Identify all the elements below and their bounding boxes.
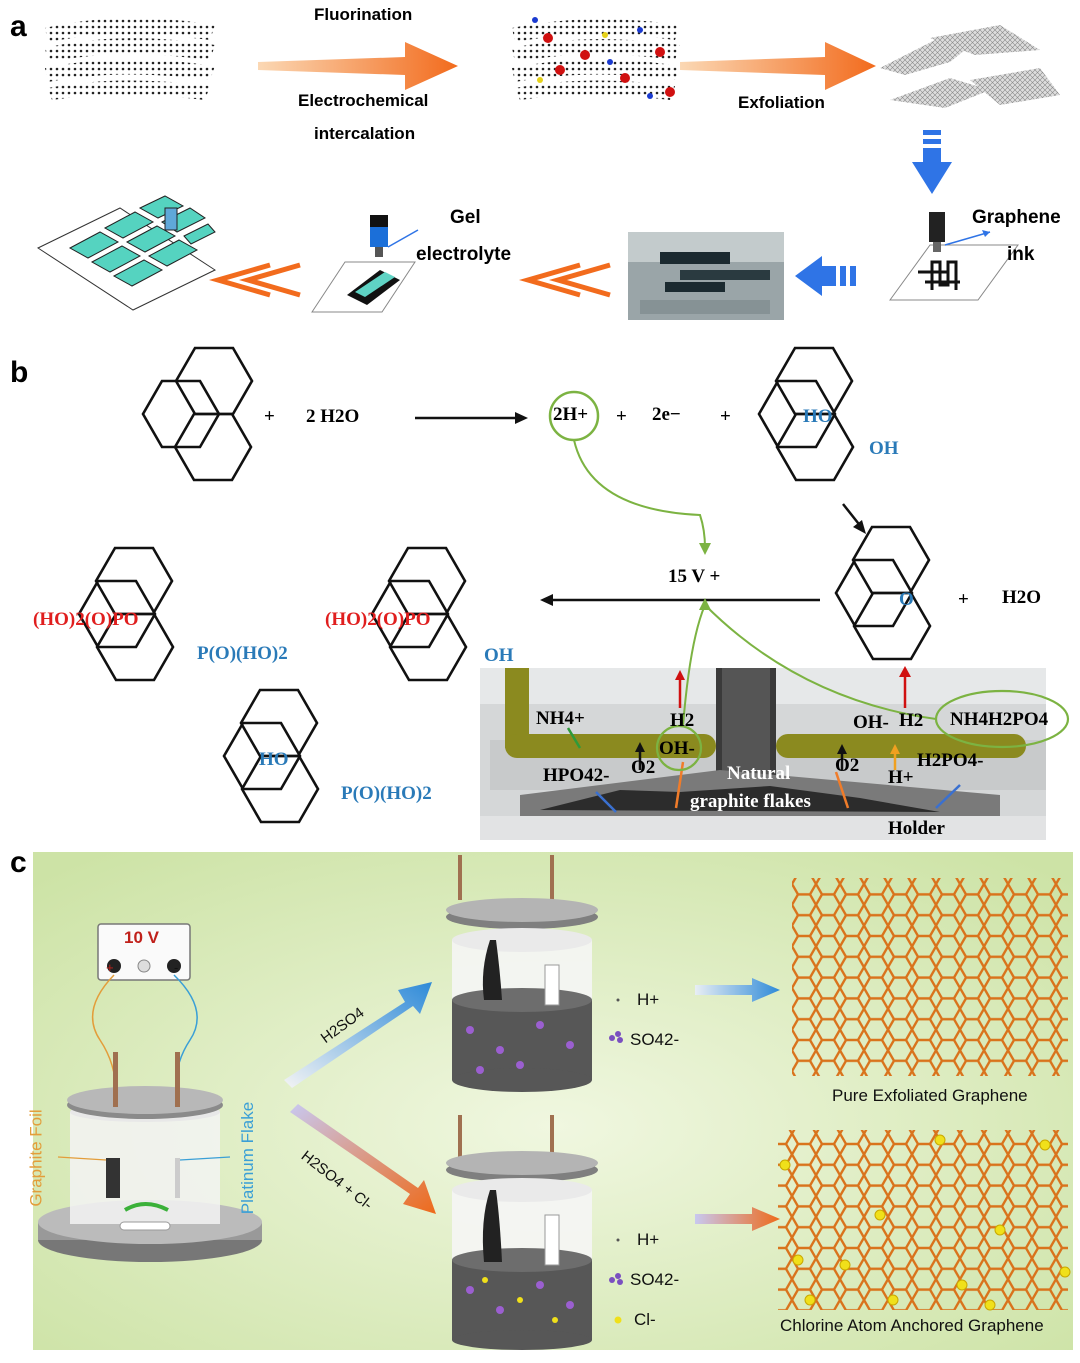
- proton-legend-bottom: H+: [637, 1230, 660, 1249]
- electrolysis-beaker-left: [38, 1052, 262, 1262]
- device-photo: [628, 232, 784, 320]
- epoxide-oxygen: O: [899, 589, 914, 610]
- phosphonic-group-2: P(O)(HO)2: [341, 783, 432, 804]
- dihydrogen-phosphate-label: H2PO4-: [917, 750, 984, 771]
- ammonium-dihydrogen-phosphate-label: NH4H2PO4: [950, 709, 1049, 730]
- small-arrow-bottom: [695, 1207, 780, 1231]
- pure-graphene-label: Pure Exfoliated Graphene: [832, 1086, 1028, 1105]
- graphite-flakes-label: graphite flakes: [690, 791, 811, 812]
- device-array-icon: [36, 195, 217, 311]
- panel-a-letter: a: [10, 10, 27, 43]
- hydroxyl-oh-2: OH: [484, 645, 514, 666]
- h2so4-label: H2SO4: [317, 1004, 368, 1047]
- proton-legend-top: H+: [637, 990, 660, 1009]
- power-minus-sign: -: [174, 960, 179, 975]
- gel-label: Gel: [450, 207, 481, 228]
- ink-printing-icon: [889, 212, 1019, 301]
- holder-label: Holder: [888, 818, 945, 839]
- panel-a-graphics: [36, 17, 1060, 320]
- small-arrow-top: [695, 978, 780, 1002]
- hydroxide-right-label: OH-: [853, 712, 889, 733]
- graphene-label: Graphene: [972, 207, 1061, 228]
- proton-cell-label: H+: [888, 767, 914, 788]
- graphene-sheets-icon: [880, 25, 1060, 108]
- sulfate-legend-bottom: SO42-: [630, 1270, 680, 1289]
- electrolysis-beaker-top: [446, 855, 598, 1092]
- h2so4-cl-label: H2SO4 + Cl-: [297, 1147, 376, 1214]
- voltage-label: 15 V +: [668, 566, 721, 587]
- phosphate-ester-2: (HO)2(O)PO: [325, 609, 431, 630]
- exfoliation-arrow: [680, 42, 876, 90]
- chlorine-graphene-label: Chlorine Atom Anchored Graphene: [780, 1316, 1044, 1335]
- graphite-stack-icon: [45, 18, 215, 100]
- power-plus-sign: +: [106, 960, 114, 975]
- hydrogen-right-label: H2: [899, 710, 924, 731]
- electrochemical-label: Electrochemical: [298, 91, 429, 110]
- protons-label: 2H+: [553, 404, 589, 425]
- pyrene-epoxide-structure: [834, 525, 932, 661]
- hydroxide-left-label: OH-: [659, 738, 695, 759]
- pyrene-structure-1: [141, 346, 254, 482]
- phosphate-ester-1: (HO)2(O)PO: [33, 609, 139, 630]
- electrolysis-beaker-bottom: [446, 1115, 598, 1350]
- pure-graphene-lattice: [792, 878, 1068, 1076]
- down-arrow-icon: [912, 130, 952, 194]
- plus-sign-1: +: [264, 406, 275, 427]
- left-chevrons-icon-2: [208, 262, 301, 298]
- intercalation-label: intercalation: [314, 124, 416, 143]
- platinum-flake-label: Platinum Flake: [238, 1101, 258, 1215]
- h2so4-arrow: [284, 982, 432, 1088]
- sulfate-legend-top: SO42-: [630, 1030, 680, 1049]
- natural-label: Natural: [727, 763, 791, 784]
- oxygen-left-label: O2: [631, 757, 656, 778]
- power-voltage-label: 10 V: [124, 928, 159, 947]
- ammonium-label: NH4+: [536, 708, 585, 729]
- left-chevrons-icon-1: [518, 262, 611, 298]
- hydroxyl-ho-1: HO: [803, 406, 833, 427]
- gel-printing-icon: [311, 215, 419, 313]
- oxygen-right-label: O2: [835, 755, 860, 776]
- hydroxyl-ho-2: HO: [259, 749, 289, 770]
- panel-b-letter: b: [10, 356, 29, 389]
- water-product: H2O: [1002, 587, 1042, 608]
- ink-label: ink: [1007, 244, 1035, 265]
- fluorination-label: Fluorination: [314, 5, 413, 24]
- intercalated-graphite-icon: [512, 17, 680, 100]
- chloride-legend: Cl-: [634, 1310, 656, 1329]
- fluorination-arrow: [258, 42, 458, 90]
- water-reactant: 2 H2O: [306, 406, 360, 427]
- hydroxyl-oh-1: OH: [869, 438, 899, 459]
- hydrogen-phosphate-label: HPO42-: [543, 765, 610, 786]
- panel-c-letter: c: [10, 846, 27, 879]
- electrons-label: 2e−: [652, 404, 681, 425]
- exfoliation-label: Exfoliation: [738, 93, 825, 112]
- graphite-foil-label: Graphite Foil: [26, 1109, 46, 1207]
- electrolyte-label: electrolyte: [416, 244, 512, 265]
- phosphonic-group-1: P(O)(HO)2: [197, 643, 288, 664]
- plus-sign-2: +: [616, 406, 627, 427]
- chlorine-graphene-lattice: [778, 1130, 1068, 1310]
- hydrogen-left-label: H2: [670, 710, 695, 731]
- left-arrow-icon: [795, 256, 856, 296]
- plus-sign-3: +: [720, 406, 731, 427]
- plus-sign-4: +: [958, 589, 969, 610]
